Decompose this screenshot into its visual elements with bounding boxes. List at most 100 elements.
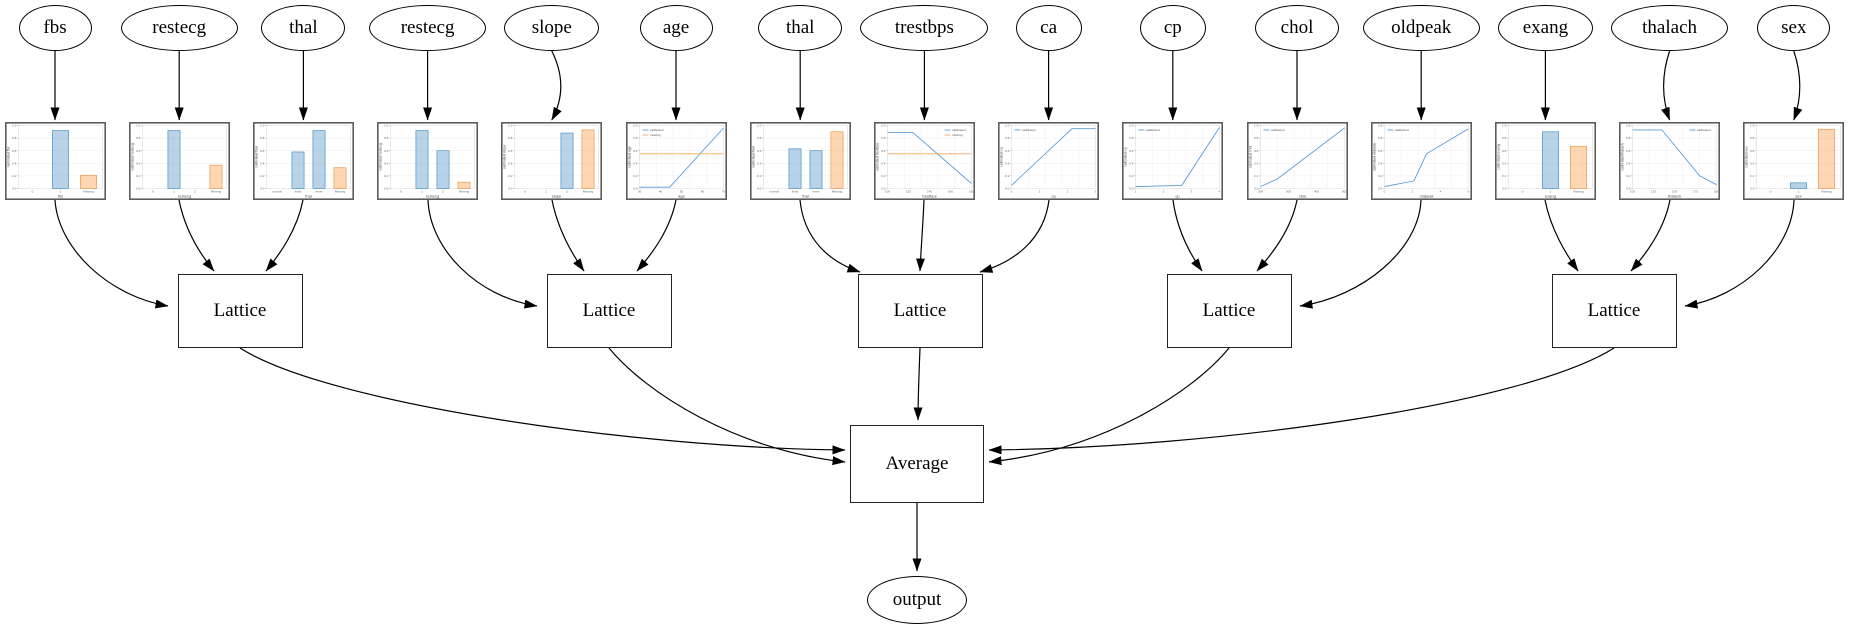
lattice-node-4: Lattice [1166, 274, 1292, 348]
svg-text:2: 2 [442, 190, 444, 194]
line-calibrated [1135, 127, 1221, 188]
svg-text:0.2: 0.2 [136, 174, 141, 178]
svg-text:1: 1 [421, 190, 423, 194]
line-calibrated [1384, 128, 1469, 188]
y-tick-labels: 0.00.20.40.60.81.0 [11, 124, 18, 191]
svg-text:0: 0 [524, 190, 526, 194]
x-axis-label: ca [1051, 194, 1056, 199]
svg-text:0.4: 0.4 [508, 161, 513, 165]
svg-text:200: 200 [1714, 190, 1719, 194]
bars [51, 130, 97, 189]
bars [167, 130, 223, 189]
svg-text:0.2: 0.2 [508, 174, 513, 178]
svg-text:0.2: 0.2 [260, 174, 265, 178]
plot-area [1135, 125, 1221, 189]
x-axis-label: thal [305, 194, 312, 199]
svg-text:0.4: 0.4 [1750, 161, 1755, 165]
svg-text:0.6: 0.6 [1253, 149, 1258, 153]
y-axis-label: calibrated thalach [1620, 143, 1624, 170]
feature-node-thal-6: thal [758, 5, 843, 51]
svg-text:2: 2 [194, 190, 196, 194]
bar-2 [560, 132, 574, 189]
edge-chart-to-lattice-9 [1172, 199, 1203, 272]
svg-text:140: 140 [927, 190, 932, 194]
feature-node-label: age [662, 17, 690, 38]
svg-text:0.8: 0.8 [1626, 136, 1631, 140]
feature-node-label: thal [785, 17, 815, 38]
legend-entry-calibrated: calibrated [1697, 128, 1711, 132]
y-axis-label: calibrated exang [1496, 144, 1500, 170]
svg-text:6: 6 [1467, 190, 1469, 194]
edge-feature-to-chart-4 [551, 50, 562, 121]
lattice-node-2: Lattice [546, 274, 672, 348]
svg-text:0.6: 0.6 [11, 149, 16, 153]
gridlines [142, 125, 227, 189]
svg-text:1: 1 [1550, 190, 1552, 194]
svg-text:2: 2 [566, 190, 568, 194]
svg-text:0.2: 0.2 [1129, 174, 1134, 178]
svg-text:1.0: 1.0 [632, 124, 637, 128]
svg-text:400: 400 [1313, 190, 1318, 194]
line-calibrated [1632, 129, 1717, 186]
lattice-node-5: Lattice [1551, 274, 1677, 348]
svg-text:0.0: 0.0 [1750, 187, 1755, 191]
y-tick-labels: 0.00.20.40.60.81.0 [260, 124, 267, 191]
gridlines [638, 125, 724, 189]
x-axis-label: age [678, 194, 685, 199]
svg-text:180: 180 [969, 190, 974, 194]
output-node-label: output [892, 589, 942, 610]
svg-text:0.0: 0.0 [881, 187, 886, 191]
svg-text:0.6: 0.6 [1750, 149, 1755, 153]
svg-text:0.4: 0.4 [11, 161, 16, 165]
svg-text:0.6: 0.6 [1502, 149, 1507, 153]
svg-text:175: 175 [1693, 190, 1698, 194]
svg-text:0.6: 0.6 [757, 149, 762, 153]
calibration-lines [1135, 127, 1221, 188]
y-tick-labels: 0.00.20.40.60.81.0 [757, 124, 764, 191]
svg-text:0.6: 0.6 [881, 149, 886, 153]
edge-chart-to-lattice-0 [54, 199, 169, 309]
svg-text:0.0: 0.0 [260, 187, 265, 191]
edge-chart-to-lattice-7 [916, 199, 926, 272]
feature-node-restecg-3: restecg [369, 5, 487, 51]
y-tick-labels: 0.00.20.40.60.81.0 [1253, 124, 1260, 191]
bar-1 [415, 130, 429, 189]
edge-lattice3-to-average [913, 347, 923, 421]
svg-text:0.2: 0.2 [1253, 174, 1258, 178]
lattice-node-label: Lattice [1202, 300, 1256, 321]
feature-node-slope-4: slope [504, 5, 600, 51]
bar-1 [167, 130, 181, 189]
legend-entry-calibrated: calibrated [952, 128, 966, 132]
line-calibrated [1011, 128, 1096, 186]
legend: calibrated [1014, 128, 1036, 132]
gridlines [1756, 125, 1841, 189]
svg-text:1.0: 1.0 [1502, 124, 1507, 128]
svg-text:0.6: 0.6 [1378, 149, 1383, 153]
svg-text:60: 60 [700, 190, 704, 194]
svg-text:1: 1 [173, 190, 175, 194]
svg-text:1.0: 1.0 [136, 124, 141, 128]
gridlines [1011, 125, 1096, 189]
svg-text:0.8: 0.8 [1005, 136, 1010, 140]
bar-1 [1541, 131, 1559, 189]
svg-text:Missing: Missing [459, 190, 470, 194]
feature-node-label: thalach [1642, 17, 1698, 38]
legend: calibrated [1689, 128, 1711, 132]
bar-rever [809, 150, 823, 189]
y-tick-labels: 0.00.20.40.60.81.0 [1626, 124, 1633, 191]
svg-text:0.0: 0.0 [384, 187, 389, 191]
calibration-lines [1011, 128, 1096, 186]
svg-text:0.2: 0.2 [1502, 174, 1507, 178]
svg-text:0.2: 0.2 [1750, 174, 1755, 178]
bar-Missing [457, 181, 471, 189]
svg-text:0.0: 0.0 [757, 187, 762, 191]
edge-chart-to-lattice-1 [178, 199, 215, 272]
svg-text:0.8: 0.8 [632, 136, 637, 140]
